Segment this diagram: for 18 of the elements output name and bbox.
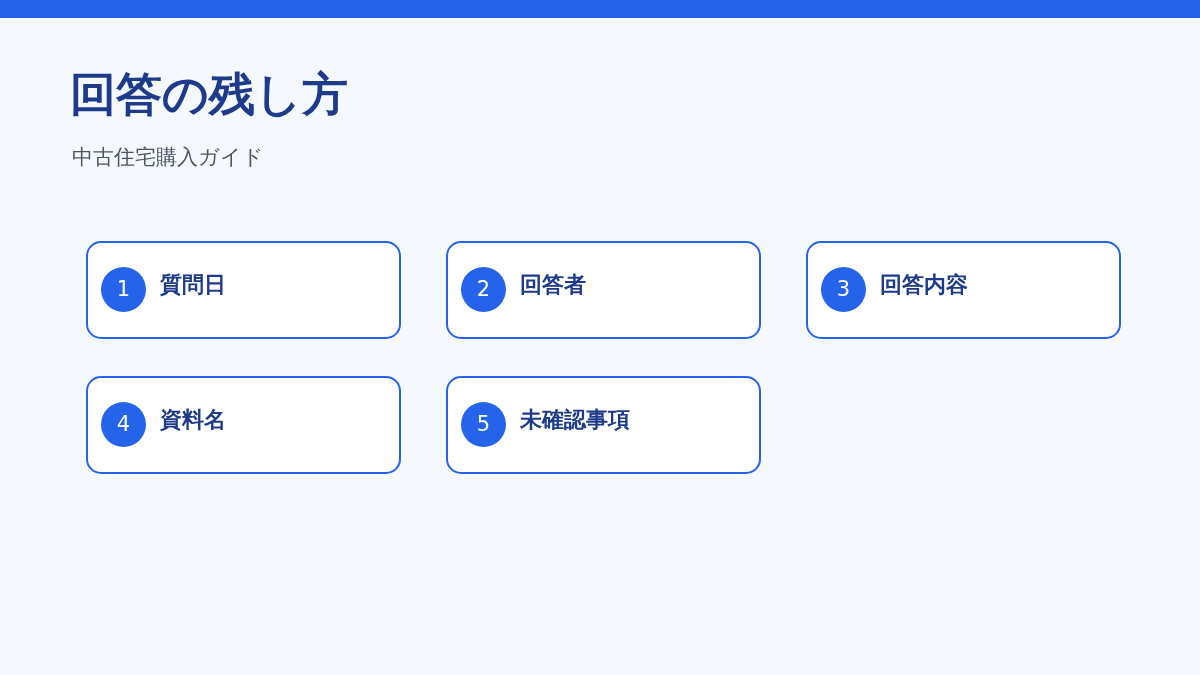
- item-card: [446, 241, 761, 339]
- top-band: [0, 0, 1200, 18]
- number-circle: 4: [101, 402, 146, 447]
- page-title: 回答の残し方: [70, 66, 348, 123]
- item-title: 回答内容: [880, 271, 968, 299]
- number-circle: 3: [821, 267, 866, 312]
- item-card: [86, 376, 401, 474]
- item-title: 質問日: [160, 271, 226, 299]
- item-card: [86, 241, 401, 339]
- subtitle: 中古住宅購入ガイド: [72, 144, 264, 171]
- item-title: 回答者: [520, 271, 586, 299]
- number-circle: 2: [461, 267, 506, 312]
- item-card: [446, 376, 761, 474]
- number-circle: 1: [101, 267, 146, 312]
- number-circle: 5: [461, 402, 506, 447]
- item-card: [806, 241, 1121, 339]
- item-title: 未確認事項: [520, 406, 630, 434]
- item-title: 資料名: [160, 406, 226, 434]
